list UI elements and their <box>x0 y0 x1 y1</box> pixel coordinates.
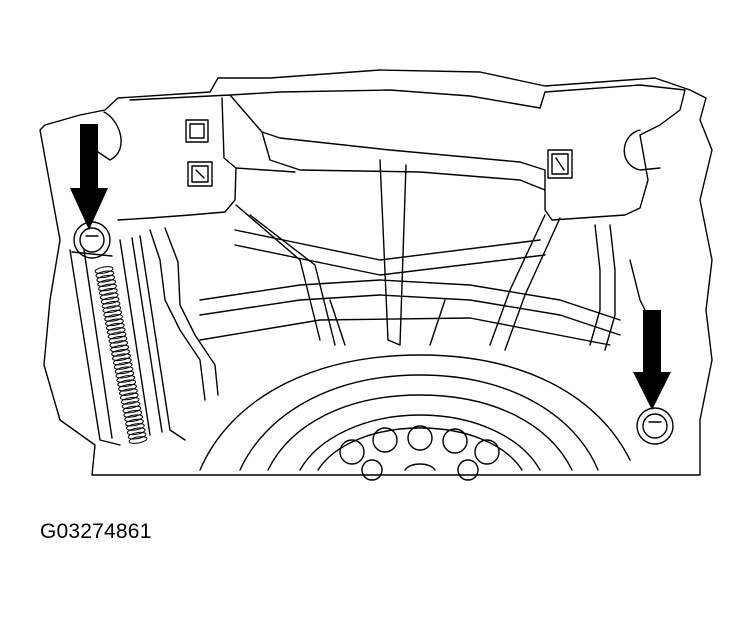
spring-coil <box>98 283 117 292</box>
down-arrow-icon <box>70 124 108 230</box>
spring-coil <box>107 331 127 340</box>
spring-coil <box>105 322 125 331</box>
spring-coil <box>116 375 136 383</box>
spring-coil <box>103 309 123 318</box>
spring-coil <box>124 414 144 423</box>
spring-coil <box>113 362 133 370</box>
spring-coil <box>101 301 121 309</box>
spring-coil <box>125 418 144 427</box>
spring-coil <box>94 266 114 274</box>
clutch-hub <box>199 354 631 481</box>
spring-coil <box>122 405 142 414</box>
spring-coil <box>112 353 131 362</box>
housing-ribs <box>149 159 651 401</box>
spring-coil <box>128 436 148 444</box>
spring-coil <box>102 305 122 314</box>
right-bolt <box>636 407 674 445</box>
coil-spring <box>94 266 148 444</box>
spring-coil <box>108 335 128 344</box>
spring-coil <box>126 423 145 431</box>
spring-coil <box>106 327 126 335</box>
figure-caption: G03274861 <box>40 520 152 543</box>
spring-coil <box>114 366 134 375</box>
spring-coil <box>115 370 135 379</box>
spring-coil <box>96 274 116 283</box>
spring-coil <box>97 279 116 287</box>
spring-coil <box>119 388 138 396</box>
spring-coil <box>100 296 120 305</box>
spring-coil <box>109 340 129 348</box>
down-arrow-icon <box>633 310 671 410</box>
spring-coil <box>123 410 143 418</box>
spring-coil <box>99 292 119 300</box>
housing-outline <box>39 69 713 476</box>
spring-coil <box>111 348 130 357</box>
spring-coil <box>127 431 147 440</box>
spring-coil <box>98 287 118 296</box>
spring-coil <box>118 383 137 392</box>
spring-coil <box>121 401 141 409</box>
spring-coil <box>126 427 146 436</box>
left-bolt <box>71 221 113 259</box>
spring-coil <box>119 392 139 401</box>
spring-coil <box>112 357 132 366</box>
spring-coil <box>120 396 140 405</box>
spring-coil <box>105 318 124 327</box>
spring-coil <box>117 379 137 388</box>
upper-plate <box>117 84 686 221</box>
spring-coil <box>110 344 130 353</box>
spring-coil <box>95 270 115 279</box>
spring-coil <box>104 314 123 322</box>
spring-channel <box>69 235 186 446</box>
